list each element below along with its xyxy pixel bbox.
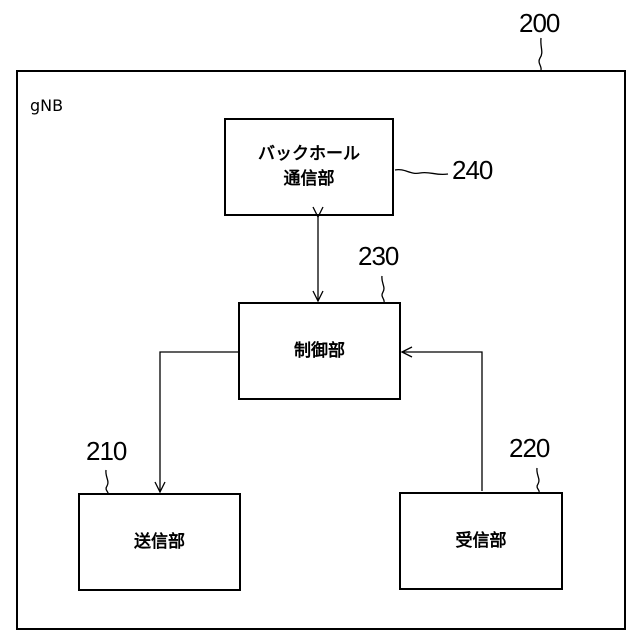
leader-line-220 [537,468,539,492]
leader-line-230 [382,276,384,302]
leader-line-200 [539,38,542,70]
receive-to-control-arrow [402,352,482,491]
control-to-transmit-arrow [160,352,238,492]
leader-line-210 [106,470,108,494]
leader-line-240 [395,170,448,175]
